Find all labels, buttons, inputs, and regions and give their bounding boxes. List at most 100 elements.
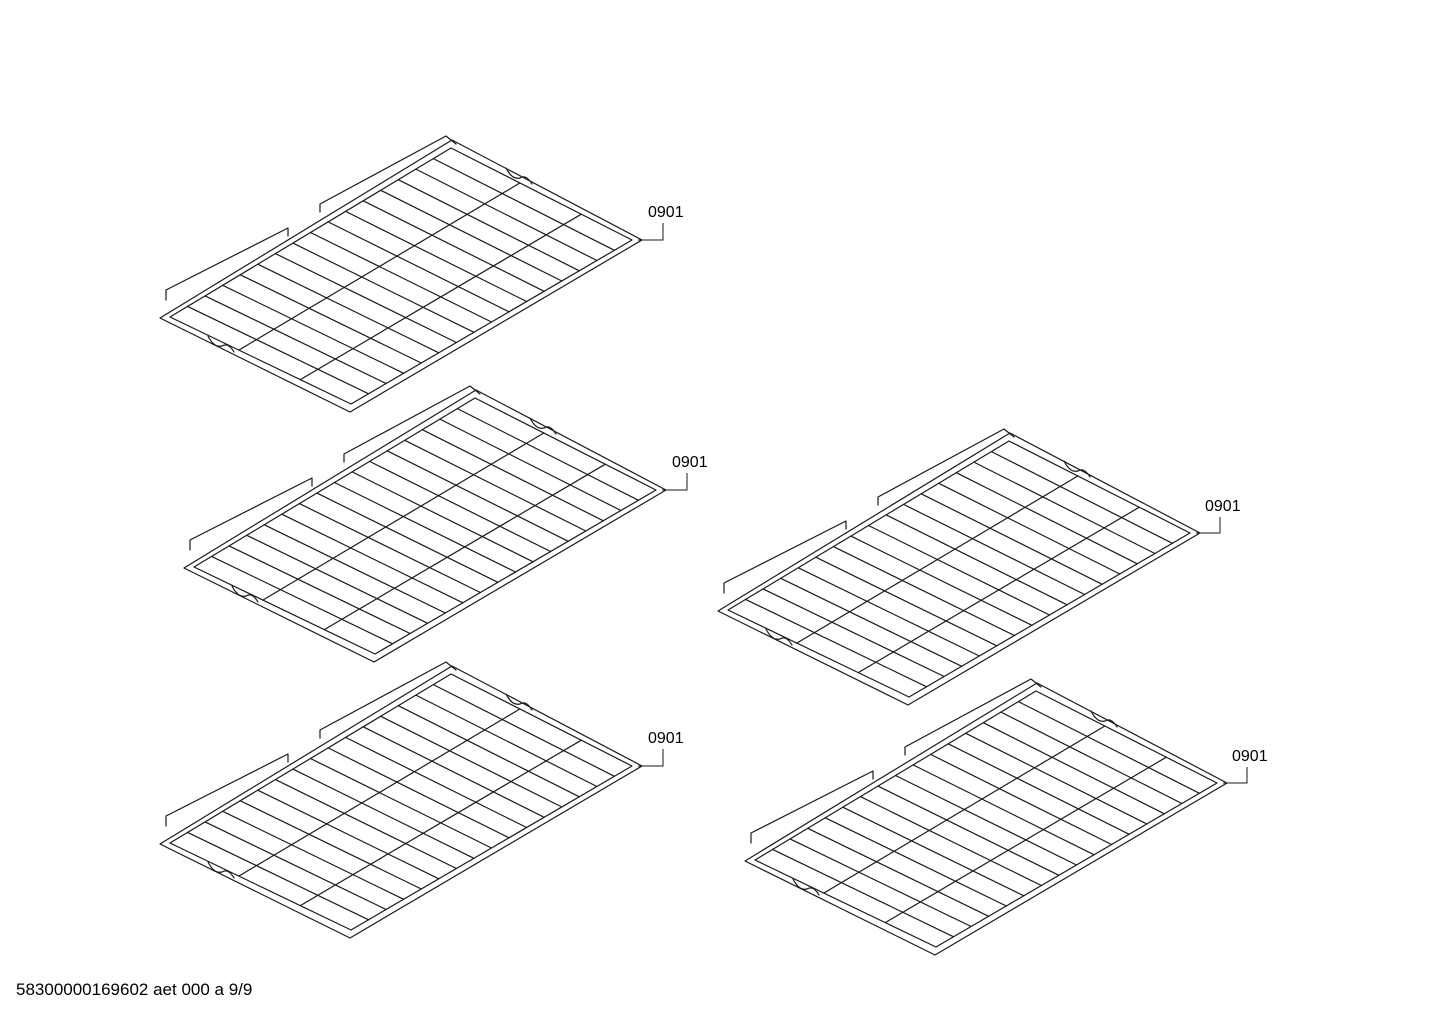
rack-cross-wire — [316, 492, 499, 583]
rack-rail — [877, 428, 1015, 506]
rack-inner-frame — [169, 147, 633, 405]
rack-cross-wire — [955, 472, 1138, 565]
rack-cross-wire — [807, 827, 990, 917]
rack-cross-wire — [274, 252, 457, 344]
rack-cross-wire — [850, 535, 1033, 626]
rack-cross-wire — [432, 684, 615, 777]
rack-support-wire — [857, 506, 1140, 674]
rack-cross-wire — [345, 210, 528, 303]
rack-cross-wire — [1017, 701, 1200, 794]
rack-support-wire — [299, 739, 582, 907]
rack-cross-wire — [404, 439, 587, 532]
rack-cross-wire — [421, 429, 604, 522]
rack-cross-wire — [832, 545, 1015, 637]
rack-cross-wire — [257, 789, 440, 880]
rack-cross-wire — [973, 461, 1156, 555]
rack-cross-wire — [432, 158, 615, 251]
rack-support-wire — [884, 756, 1167, 924]
rack-cross-wire — [415, 168, 598, 262]
wire-rack — [744, 678, 1228, 956]
rack-stop — [505, 167, 533, 185]
rack-cross-wire — [965, 732, 1148, 825]
rack-cross-wire — [859, 795, 1042, 887]
rack-cross-wire — [397, 705, 580, 798]
rack-support-wire — [238, 182, 521, 351]
rack-cross-wire — [894, 774, 1078, 866]
rack-rail — [189, 477, 313, 551]
wire-rack — [183, 385, 667, 663]
rack-cross-wire — [362, 200, 545, 292]
rack-cross-wire — [263, 524, 446, 614]
rack-cross-wire — [246, 534, 429, 624]
rack-stop — [505, 693, 533, 711]
part-callout-label: 0901 — [672, 454, 708, 471]
rack-cross-wire — [947, 743, 1130, 835]
rack-cross-wire — [397, 179, 580, 272]
rack-stop — [207, 861, 235, 879]
part-callout-label: 0901 — [648, 730, 684, 747]
rack-inner-frame — [727, 440, 1191, 698]
rack-cross-wire — [877, 785, 1060, 876]
rack-cross-wire — [211, 555, 394, 645]
rack-support-wire — [796, 475, 1079, 644]
wire-rack — [159, 661, 643, 939]
rack-cross-wire — [239, 274, 422, 364]
rack-cross-wire — [456, 408, 639, 501]
rack-cross-wire — [386, 450, 569, 542]
rack-cross-wire — [257, 263, 440, 354]
rack-cross-wire — [204, 821, 387, 911]
rack-rail — [723, 520, 847, 594]
rack-cross-wire — [772, 848, 955, 938]
rack-cross-wire — [187, 831, 370, 921]
rack-cross-wire — [780, 577, 963, 667]
part-callout-label: 0901 — [1205, 498, 1241, 515]
rack-cross-wire — [239, 800, 422, 890]
rack-cross-wire — [351, 471, 534, 563]
rack-cross-wire — [187, 305, 370, 395]
rack-cross-wire — [281, 513, 464, 604]
document-id: 58300000169602 aet 000 a 9/9 — [16, 980, 253, 999]
rack-cross-wire — [292, 242, 475, 333]
rack-support-wire — [262, 432, 545, 601]
rack-cross-wire — [362, 726, 545, 818]
rack-support-wire — [323, 463, 606, 631]
rack-cross-wire — [815, 556, 998, 647]
rack-rail — [343, 385, 481, 463]
rack-cross-wire — [982, 722, 1165, 815]
callout-leader-line — [1196, 517, 1221, 534]
callout-leader-line — [638, 223, 664, 241]
part-callout-label: 0901 — [648, 204, 684, 221]
rack-rail — [165, 753, 289, 827]
rack-cross-wire — [222, 810, 405, 900]
rack-cross-wire — [789, 838, 972, 928]
rack-rail — [904, 678, 1042, 756]
rack-cross-wire — [885, 514, 1068, 606]
rack-cross-wire — [1000, 711, 1183, 805]
rack-cross-wire — [762, 588, 945, 678]
callout-leader-line — [638, 749, 664, 767]
rack-support-wire — [823, 725, 1106, 894]
rack-cross-wire — [309, 757, 493, 849]
wire-rack — [717, 428, 1201, 706]
rack-cross-wire — [439, 418, 622, 512]
rack-cross-wire — [204, 295, 387, 385]
rack-cross-wire — [309, 231, 493, 323]
rack-cross-wire — [380, 189, 563, 282]
rack-stop — [1090, 710, 1118, 728]
rack-stop — [765, 628, 793, 646]
rack-support-wire — [238, 708, 521, 877]
rack-support-wire — [299, 213, 582, 381]
rack-rail — [750, 770, 874, 844]
rack-inner-frame — [754, 690, 1218, 948]
rack-stop — [1063, 460, 1091, 478]
rack-cross-wire — [228, 545, 411, 635]
rack-cross-wire — [842, 806, 1025, 897]
rack-cross-wire — [274, 778, 457, 870]
rack-cross-wire — [930, 753, 1113, 846]
callout-leader-line — [1223, 767, 1248, 784]
rack-cross-wire — [415, 694, 598, 788]
rack-stop — [529, 417, 557, 435]
rack-rail — [319, 661, 457, 739]
rack-cross-wire — [938, 482, 1121, 575]
